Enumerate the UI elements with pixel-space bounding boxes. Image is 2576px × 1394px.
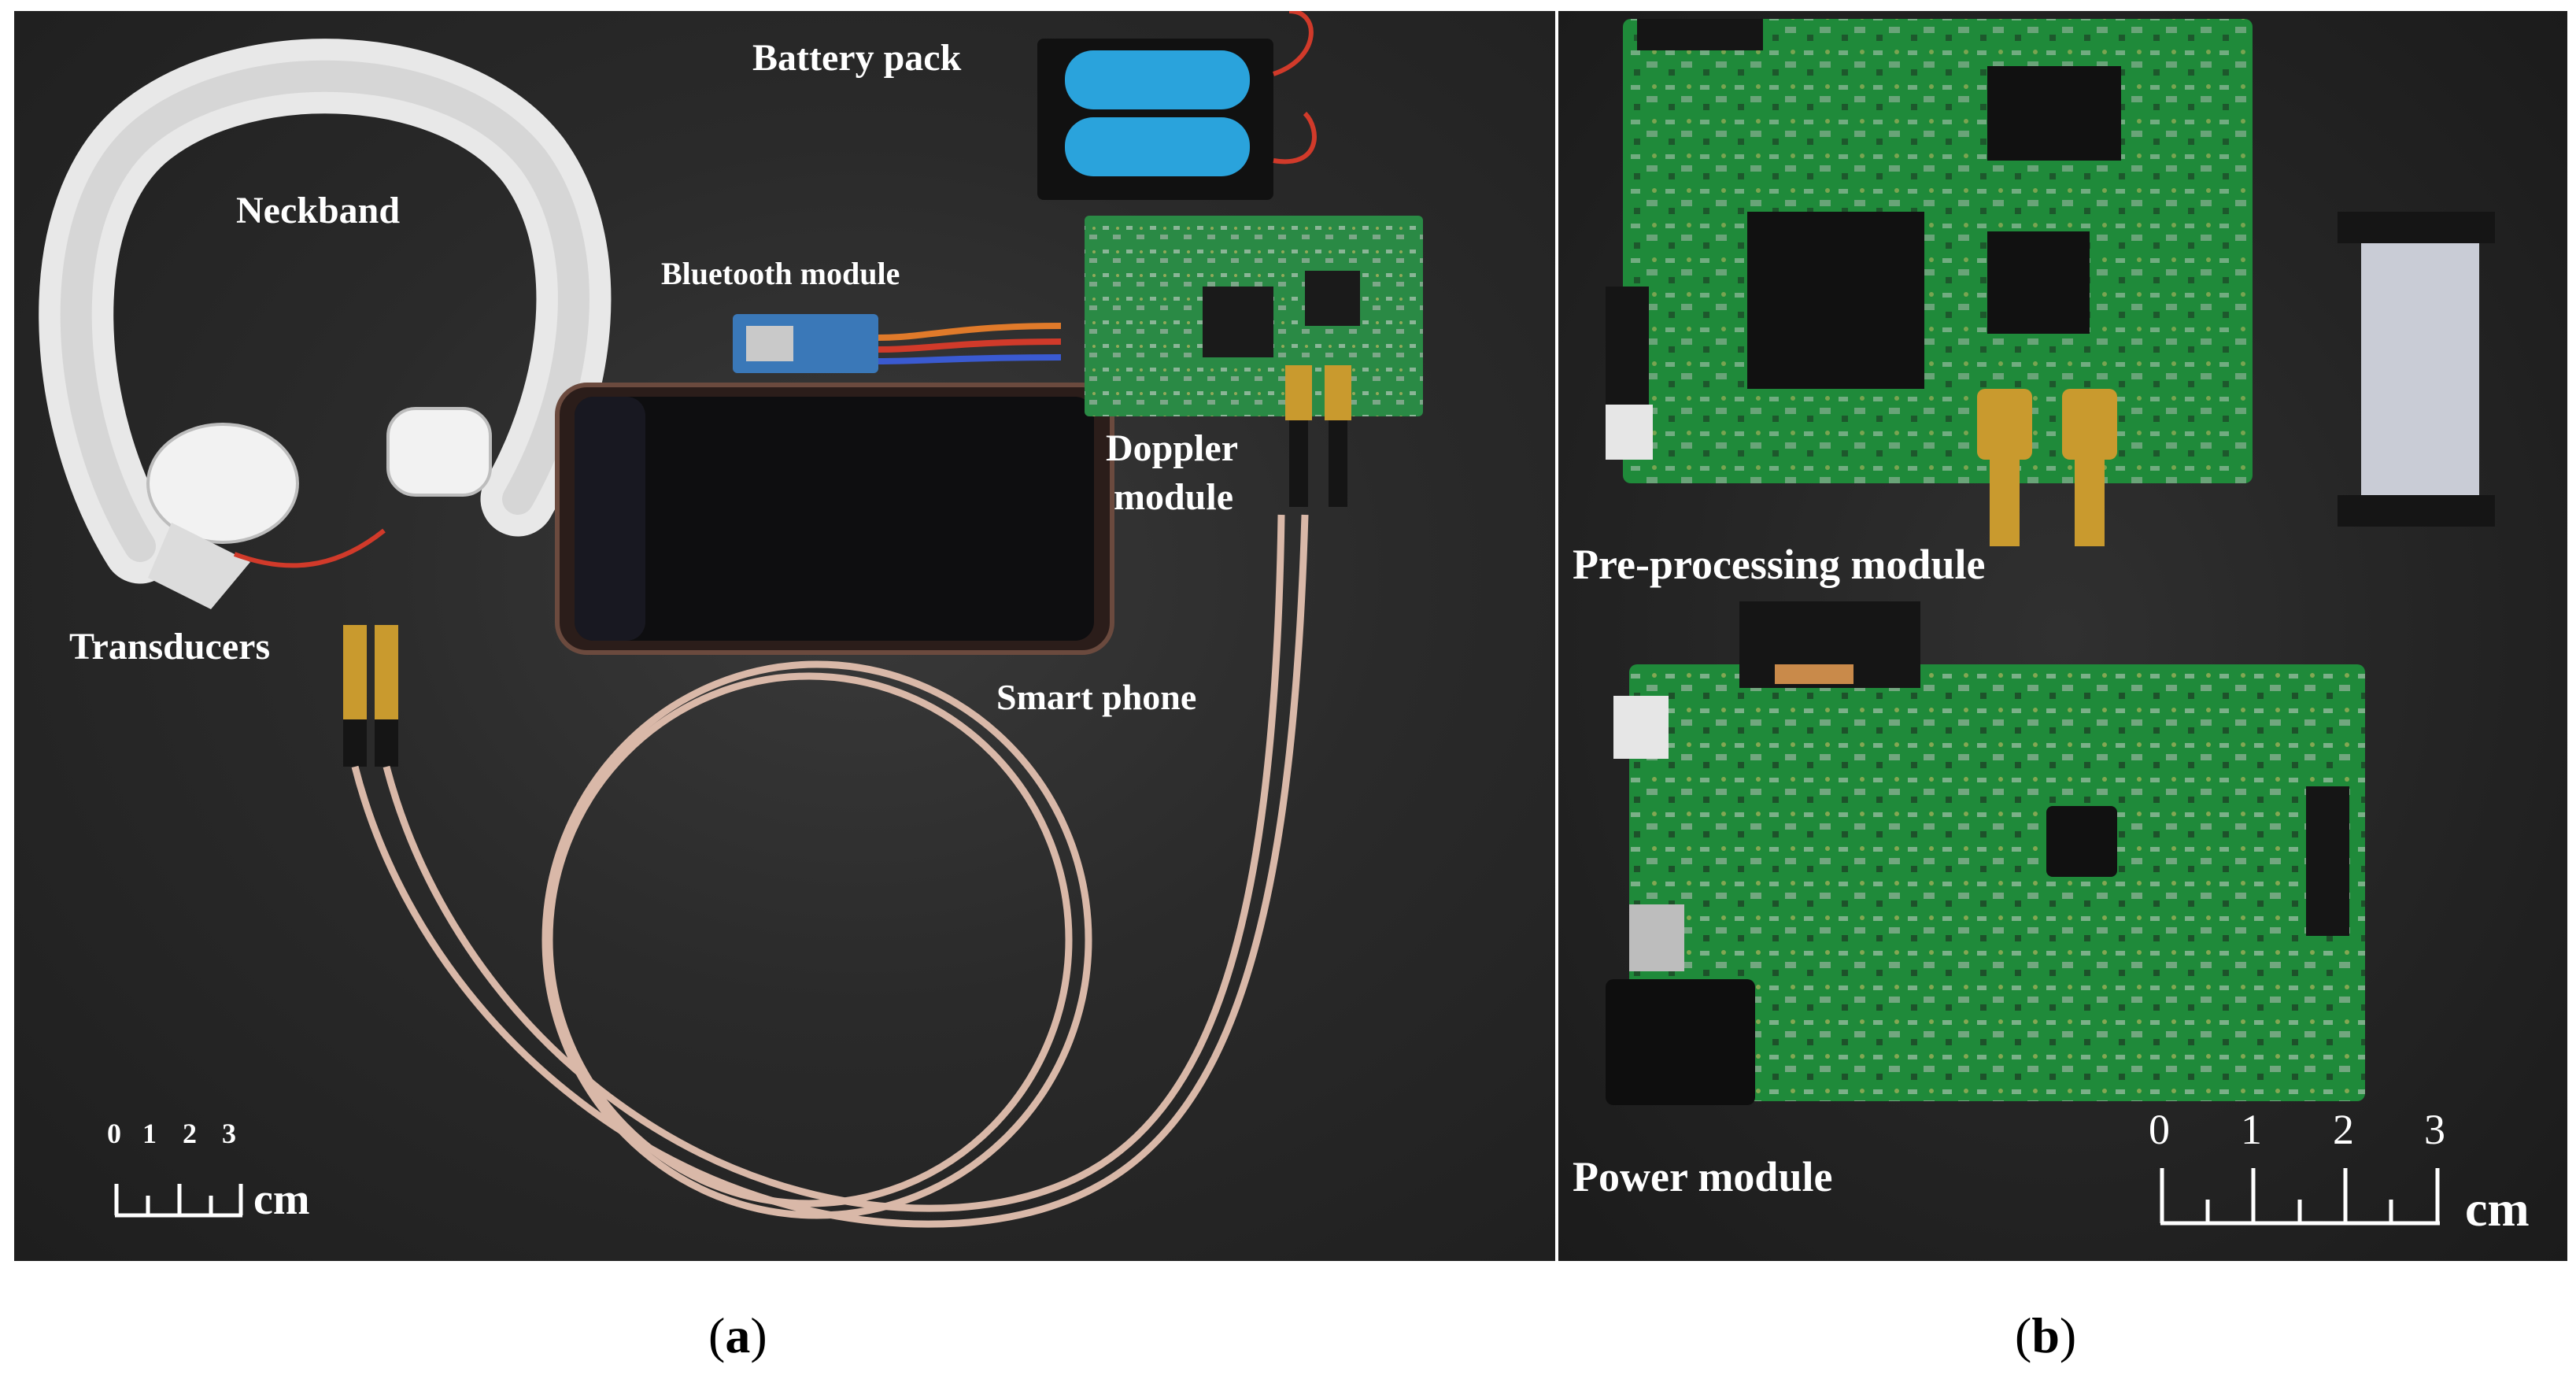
scale-a-tick-2: 2 xyxy=(183,1118,197,1149)
label-power-module: Power module xyxy=(1573,1153,1833,1200)
caption-a-letter: a xyxy=(725,1307,751,1363)
power-board xyxy=(1606,601,2365,1105)
caption-a: (a) xyxy=(708,1307,767,1365)
preprocessing-board xyxy=(1606,19,2253,546)
scale-a-tick-1: 1 xyxy=(142,1118,157,1149)
caption-b-open: ( xyxy=(2015,1307,2032,1363)
label-battery-pack: Battery pack xyxy=(752,37,962,79)
label-bluetooth-module: Bluetooth module xyxy=(661,256,900,291)
scale-bar-a xyxy=(114,1184,243,1218)
scale-b-tick-0: 0 xyxy=(2149,1106,2170,1153)
label-transducers: Transducers xyxy=(69,626,271,667)
caption-a-open: ( xyxy=(708,1307,726,1363)
caption-b-close: ) xyxy=(2059,1307,2077,1363)
label-doppler-line2: module xyxy=(1114,476,1234,518)
photo-panel-b: Pre-processing module Power module 0 1 2… xyxy=(1558,11,2567,1261)
scale-a-unit: cm xyxy=(253,1175,310,1224)
label-smart-phone: Smart phone xyxy=(996,677,1197,717)
scale-b-tick-1: 1 xyxy=(2241,1106,2262,1153)
doppler-module xyxy=(1085,216,1423,507)
transducer-connectors xyxy=(233,528,398,767)
smart-phone xyxy=(555,383,1114,655)
scale-bar-b xyxy=(2160,1168,2440,1226)
caption-b: (b) xyxy=(2015,1307,2076,1365)
bluetooth-module xyxy=(733,314,1062,373)
caption-b-letter: b xyxy=(2031,1307,2060,1363)
scale-a-tick-0: 0 xyxy=(107,1118,121,1149)
scale-b-unit: cm xyxy=(2465,1181,2530,1237)
ribbon-cable xyxy=(2338,212,2495,527)
caption-a-close: ) xyxy=(750,1307,767,1363)
photo-panel-a: Battery pack Neckband Bluetooth module D… xyxy=(14,11,1555,1261)
scale-b-tick-2: 2 xyxy=(2333,1106,2354,1153)
label-neckband: Neckband xyxy=(236,190,401,231)
label-doppler-line1: Doppler xyxy=(1106,427,1238,469)
coaxial-cables xyxy=(351,514,1309,1228)
panel-a-illustration xyxy=(39,11,1423,1228)
panel-b-illustration xyxy=(1606,19,2495,1226)
battery-pack xyxy=(1037,11,1317,200)
label-preprocessing-module: Pre-processing module xyxy=(1573,541,1986,588)
neckband xyxy=(39,39,612,609)
scale-b-tick-3: 3 xyxy=(2424,1106,2445,1153)
scale-a-tick-3: 3 xyxy=(222,1118,236,1149)
